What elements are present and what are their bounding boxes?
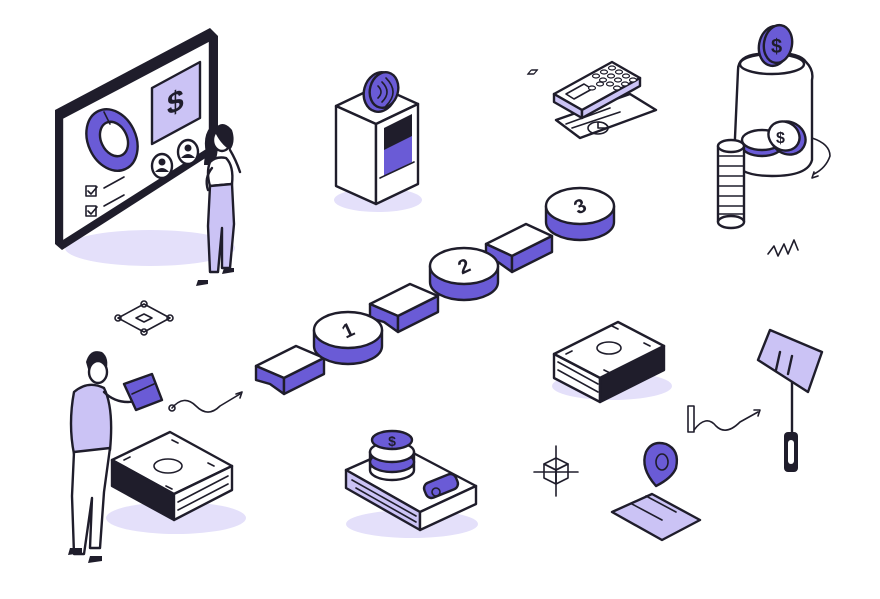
board-dollar-symbol: $ <box>167 82 184 122</box>
dollar-card-icon: $ <box>150 60 202 146</box>
calculator-keys <box>587 65 638 91</box>
wallet-coins: $ <box>368 429 416 482</box>
wallet-coin-dollar: $ <box>388 433 396 449</box>
dashboard-board-icon: $ <box>55 28 235 266</box>
pie-chart-icon <box>587 121 609 135</box>
dotted-arrow-right-icon <box>687 405 761 433</box>
cube-node-icon <box>533 445 579 497</box>
step-disc-1: 1 <box>312 310 384 366</box>
contactless-coin-icon <box>362 71 400 113</box>
jar-coin-top: $ <box>757 23 794 68</box>
step-disc-2: 2 <box>428 246 500 302</box>
zigzag-line-icon <box>767 239 799 257</box>
step-arrow-2 <box>368 282 440 334</box>
jar-coin-dollar: $ <box>771 36 782 58</box>
avatar-icons <box>150 138 200 180</box>
donut-chart-icon <box>85 108 139 172</box>
step-disc-3: 3 <box>544 186 616 242</box>
sign-post-icon <box>756 328 824 472</box>
jar-coins-inside: $ <box>740 120 807 158</box>
jar-coin-dollar-2: $ <box>776 130 785 147</box>
dotted-arrow-icon <box>171 393 241 413</box>
checklist-icon <box>85 176 127 217</box>
savings-jar-icon: $ $ <box>732 23 831 179</box>
map-pin-icon <box>610 441 702 542</box>
woman-presenting-icon <box>196 124 242 286</box>
step-arrow-1 <box>254 344 326 396</box>
atm-machine-icon <box>334 71 422 212</box>
step-path-icon: 1 2 3 <box>254 186 616 396</box>
man-with-tablet-icon <box>68 351 246 563</box>
tablet-icon <box>122 372 164 412</box>
diamond-node-icon <box>114 300 174 336</box>
wallet-clasp-icon <box>422 472 460 500</box>
banknote-stack-icon <box>552 320 672 404</box>
coin-stack-icon <box>716 138 746 230</box>
banknote-stack-left-icon <box>110 430 234 522</box>
calculator-icon <box>526 60 658 140</box>
wallet-icon: $ <box>344 429 478 538</box>
